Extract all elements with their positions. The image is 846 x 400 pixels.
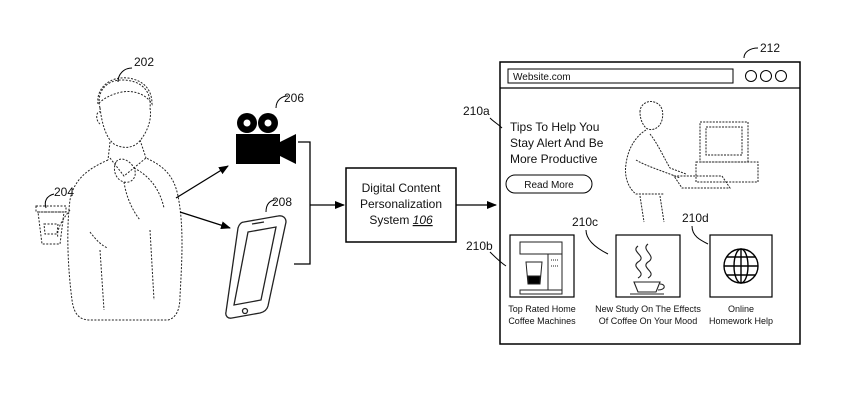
card-caption-1-line-2: Coffee Machines xyxy=(508,316,576,326)
card-homework-help[interactable] xyxy=(709,234,773,298)
ref-202: 202 xyxy=(134,55,154,69)
card-caption-2-line-1: New Study On The Effects xyxy=(595,304,701,314)
arrow-person-to-camera xyxy=(175,165,229,199)
card-coffee-study[interactable] xyxy=(615,234,681,298)
smartphone-icon xyxy=(225,215,287,319)
coffee-machine-icon xyxy=(519,241,563,295)
leader-212 xyxy=(743,47,759,59)
ref-204: 204 xyxy=(54,185,74,199)
system-line-3: System 106 xyxy=(369,213,433,227)
coffee-cup-icon xyxy=(35,205,67,245)
browser-window xyxy=(499,61,801,345)
card-caption-3-line-1: Online xyxy=(728,304,754,314)
system-box xyxy=(345,167,457,243)
system-line-1: Digital Content xyxy=(362,181,441,195)
leader-210a xyxy=(489,117,503,129)
leader-208 xyxy=(265,199,277,213)
ref-206: 206 xyxy=(284,91,304,105)
person-at-computer-illustration xyxy=(625,101,759,223)
ref-210d: 210d xyxy=(682,211,709,225)
card-caption-3-line-2: Homework Help xyxy=(709,316,773,326)
device-connectors xyxy=(294,141,311,265)
ref-208: 208 xyxy=(272,195,292,209)
featured-title-line-3: More Productive xyxy=(510,152,598,166)
leader-206 xyxy=(275,95,289,109)
featured-title-line-1: Tips To Help You xyxy=(510,120,599,134)
ref-210b: 210b xyxy=(466,239,493,253)
globe-icon xyxy=(723,248,759,284)
steaming-cup-icon xyxy=(630,243,665,295)
leader-204 xyxy=(44,193,55,209)
system-line-2: Personalization xyxy=(360,197,442,211)
ref-210a: 210a xyxy=(463,104,490,118)
address-bar-url: Website.com xyxy=(513,72,571,83)
arrow-person-to-phone xyxy=(179,211,231,230)
read-more-label: Read More xyxy=(524,180,574,191)
ref-210c: 210c xyxy=(572,215,598,229)
read-more-button[interactable] xyxy=(505,174,593,194)
leader-202 xyxy=(117,67,133,83)
featured-title-line-2: Stay Alert And Be xyxy=(510,136,604,150)
person-illustration xyxy=(57,77,183,321)
ref-212: 212 xyxy=(760,41,780,55)
system-number: 106 xyxy=(413,213,433,227)
address-bar[interactable] xyxy=(507,68,734,84)
video-camera-icon xyxy=(236,113,296,164)
card-caption-1-line-1: Top Rated Home xyxy=(508,304,576,314)
window-control-circle[interactable] xyxy=(775,70,787,82)
window-control-circle[interactable] xyxy=(760,70,772,82)
leader-210c xyxy=(585,229,609,255)
leader-210d xyxy=(691,225,709,245)
leader-210b xyxy=(489,251,507,267)
window-control-circle[interactable] xyxy=(745,70,757,82)
system-label: System xyxy=(369,213,412,227)
card-caption-2-line-2: Of Coffee On Your Mood xyxy=(599,316,697,326)
